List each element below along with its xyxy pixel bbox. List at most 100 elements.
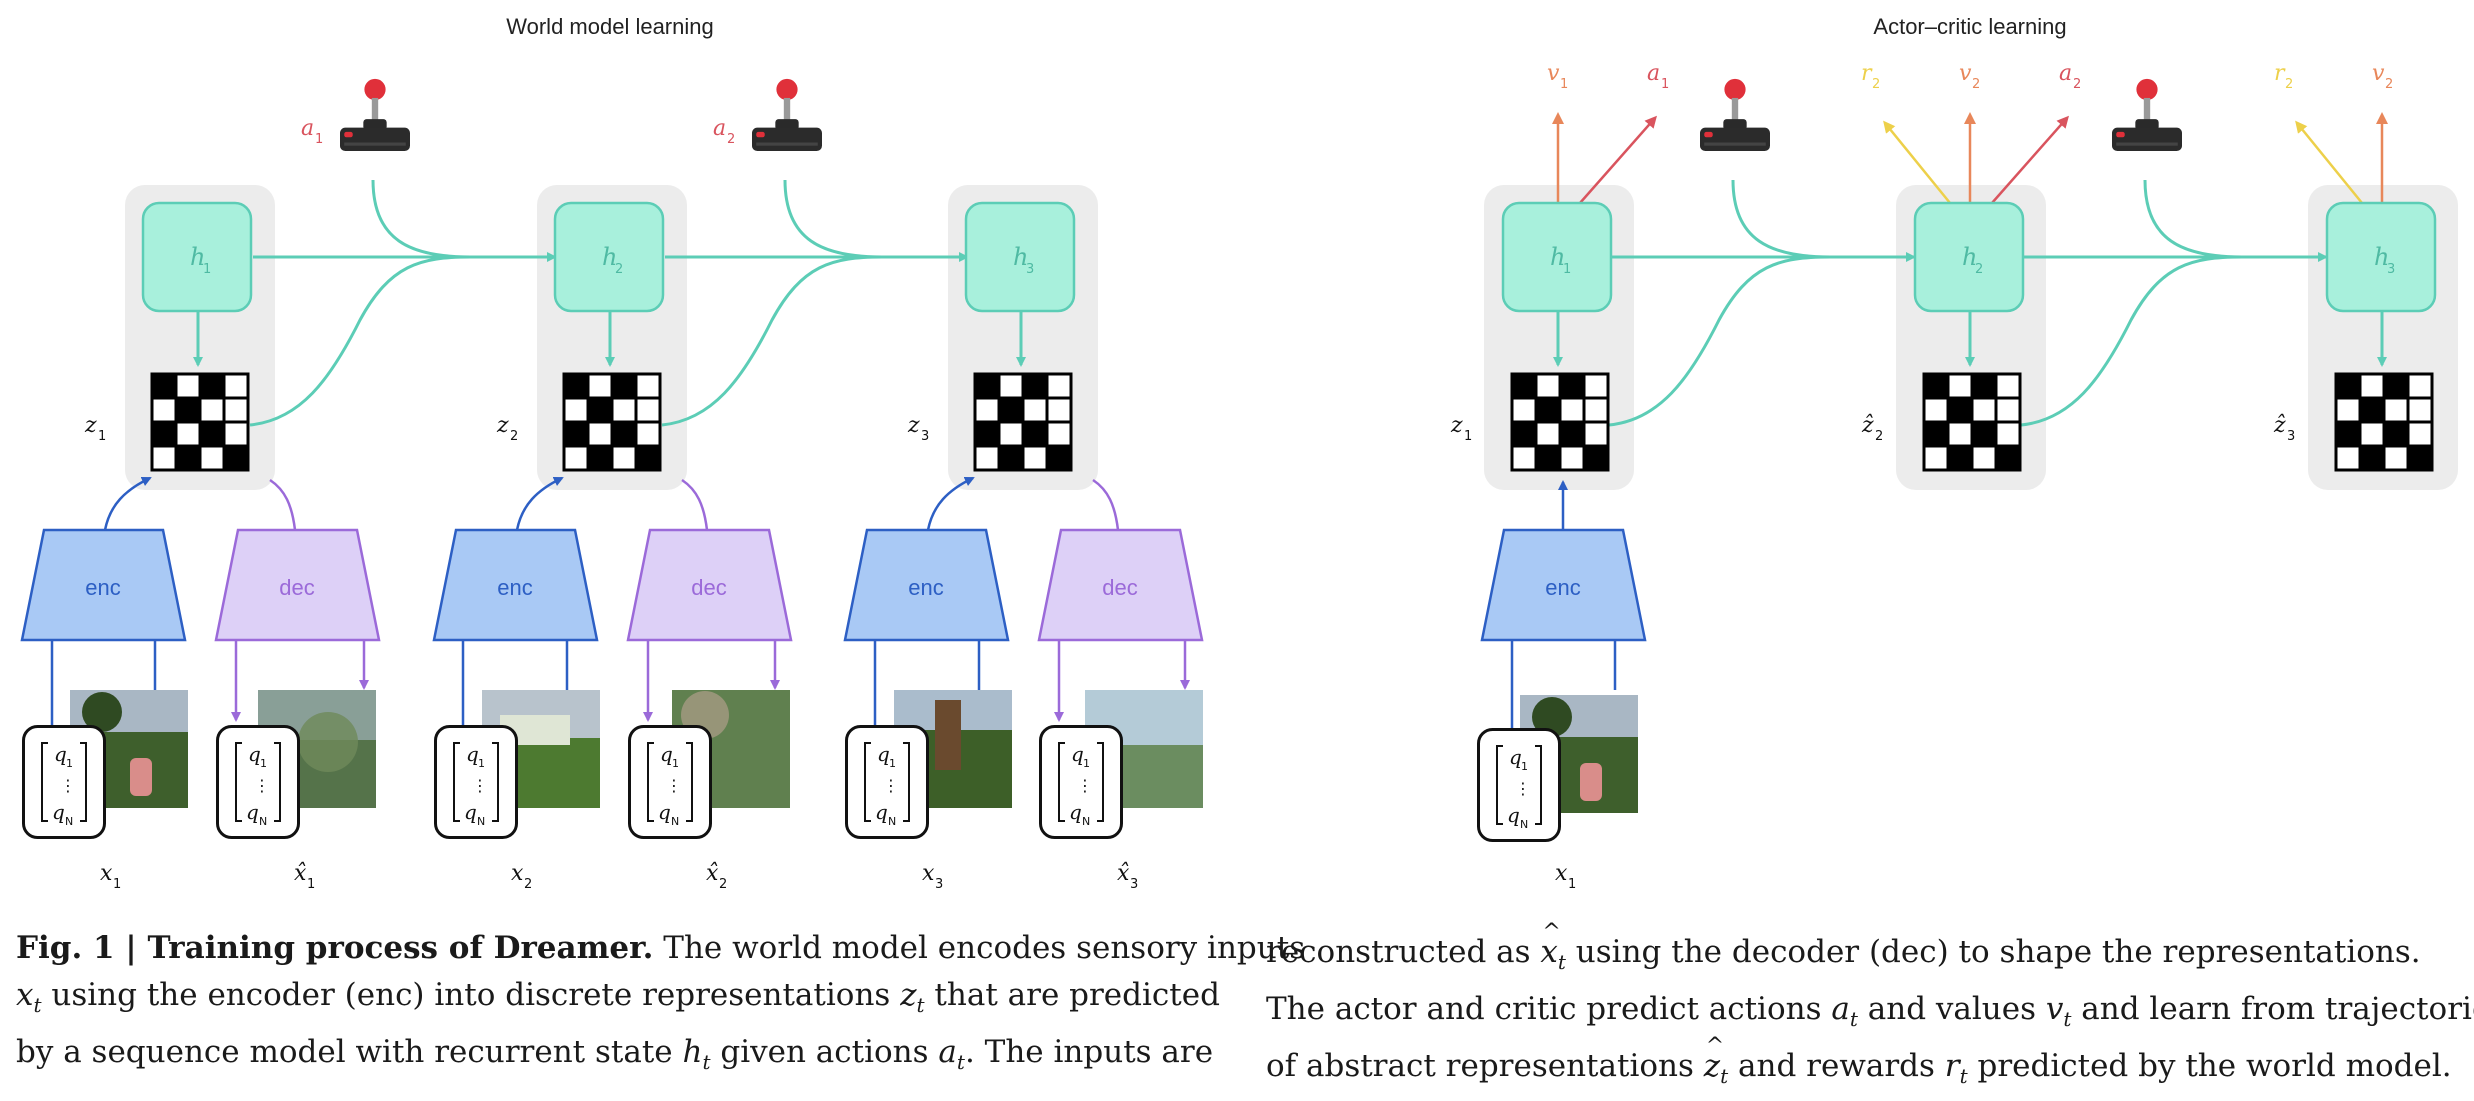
- vector-entry: q: [1069, 800, 1082, 824]
- vector-entry: q: [1071, 742, 1084, 766]
- z2-text: z 2: [496, 413, 518, 444]
- caption-math: r: [1944, 1048, 1960, 1085]
- vector-entry: N: [259, 815, 267, 828]
- v2-label-1: v 2: [1959, 61, 1980, 92]
- enc-label: enc: [1545, 575, 1580, 600]
- grid-cell: [586, 444, 614, 472]
- grid-cell: [174, 420, 202, 448]
- caption-text: and values: [1857, 991, 2046, 1028]
- ac-h1-node: h 1: [1501, 201, 1613, 313]
- vector-entry: q: [877, 742, 890, 766]
- caption-text: predicted by the world model.: [1967, 1048, 2452, 1085]
- grid-cell: [1970, 372, 1998, 400]
- caption-math: t: [916, 993, 925, 1018]
- grid-cell: [634, 396, 662, 424]
- z1-text: z 1: [84, 413, 106, 444]
- grid-cell: [1045, 420, 1073, 448]
- grid-cell: [634, 372, 662, 400]
- caption-text: using the encoder (enc) into discrete re…: [41, 977, 901, 1013]
- h2-node: h 2: [553, 201, 665, 313]
- grid-cell: [610, 444, 638, 472]
- z2-grid: [562, 372, 662, 472]
- grid-cell: [198, 372, 226, 400]
- dec-label: dec: [279, 575, 314, 600]
- svg-text:3: 3: [2287, 429, 2295, 444]
- a1-label-wm: a 1: [301, 116, 323, 147]
- caption-math: t: [1557, 950, 1566, 975]
- grid-cell: [2406, 396, 2434, 424]
- caption-text: . The inputs are: [964, 1034, 1214, 1071]
- r2-label-2: r 2: [2274, 61, 2293, 92]
- prediction-arrows: [1552, 112, 2388, 204]
- decoder-2: dec: [626, 528, 793, 642]
- grid-cell: [222, 372, 250, 400]
- grid-cell: [1922, 396, 1950, 424]
- vector-entry: q: [660, 742, 673, 766]
- grid-cell: [150, 444, 178, 472]
- caption-text: of abstract representations: [1266, 1048, 1704, 1085]
- zhat3-text: ẑ 3: [2273, 413, 2295, 444]
- grid-cell: [1510, 372, 1538, 400]
- vector-entry: ⋮: [666, 776, 682, 795]
- grid-cell: [1558, 372, 1586, 400]
- svg-text:h: h: [1550, 243, 1565, 271]
- vector-entry: ⋮: [883, 776, 899, 795]
- svg-text:r: r: [2274, 61, 2286, 86]
- caption-math: a: [1831, 991, 1850, 1028]
- grid-cell: [1994, 396, 2022, 424]
- caption-text: and learn from trajectories: [2071, 991, 2474, 1028]
- encoder-2: enc: [432, 528, 599, 642]
- caption-text: by a sequence model with recurrent state: [16, 1034, 683, 1071]
- caption-text: that are predicted: [924, 977, 1220, 1013]
- grid-cell: [997, 372, 1025, 400]
- ac-z2-grid: [1922, 372, 2022, 472]
- svg-text:1: 1: [1661, 77, 1669, 92]
- caption-text: The actor and critic predict actions: [1266, 991, 1832, 1028]
- grid-cell: [1021, 396, 1049, 424]
- svg-text:1: 1: [1464, 429, 1472, 444]
- frame-image: [482, 690, 600, 808]
- grid-cell: [1534, 396, 1562, 424]
- joystick-icon: [1700, 78, 1770, 151]
- r2-label: r 2: [1861, 61, 1880, 92]
- joystick-icon: [752, 78, 822, 151]
- grid-cell: [2334, 372, 2362, 400]
- grid-cell: [1534, 420, 1562, 448]
- h3-label: h: [1013, 243, 1028, 271]
- vector-entry: N: [1082, 815, 1090, 828]
- caption-math: t: [1720, 1064, 1729, 1089]
- grid-cell: [174, 396, 202, 424]
- encoder-3: enc: [843, 528, 1010, 642]
- vector-entry: 1: [1521, 760, 1528, 773]
- grid-cell: [973, 396, 1001, 424]
- vector-entry: q: [1509, 745, 1522, 769]
- grid-cell: [198, 396, 226, 424]
- vector-entry: N: [888, 815, 896, 828]
- svg-text:z: z: [907, 413, 920, 438]
- grid-cell: [1994, 420, 2022, 448]
- caption-math: v: [2045, 991, 2064, 1028]
- grid-cell: [2382, 420, 2410, 448]
- caption-right: reconstructed as xt using the decoder (d…: [1266, 909, 2474, 1101]
- vector-entry: ⋮: [254, 776, 270, 795]
- svg-text:2: 2: [1972, 77, 1980, 92]
- grid-cell: [634, 420, 662, 448]
- dec-label: dec: [691, 575, 726, 600]
- grid-cell: [2382, 372, 2410, 400]
- grid-cell: [562, 372, 590, 400]
- vector-entry: ⋮: [1077, 776, 1093, 795]
- svg-text:2: 2: [510, 429, 518, 444]
- svg-text:1: 1: [1560, 77, 1568, 92]
- vector-entry: 1: [672, 757, 679, 770]
- caption-math: t: [33, 993, 42, 1018]
- vector-entry: N: [1520, 818, 1528, 831]
- vector-entry: q: [52, 800, 65, 824]
- vector-entry: ⋮: [1515, 779, 1531, 798]
- grid-cell: [973, 420, 1001, 448]
- grid-cell: [1510, 420, 1538, 448]
- svg-text:x: x: [922, 861, 935, 886]
- grid-cell: [1946, 444, 1974, 472]
- caption-math: t: [956, 1050, 965, 1075]
- svg-text:ẑ: ẑ: [2273, 413, 2286, 438]
- caption-math: x: [16, 977, 34, 1013]
